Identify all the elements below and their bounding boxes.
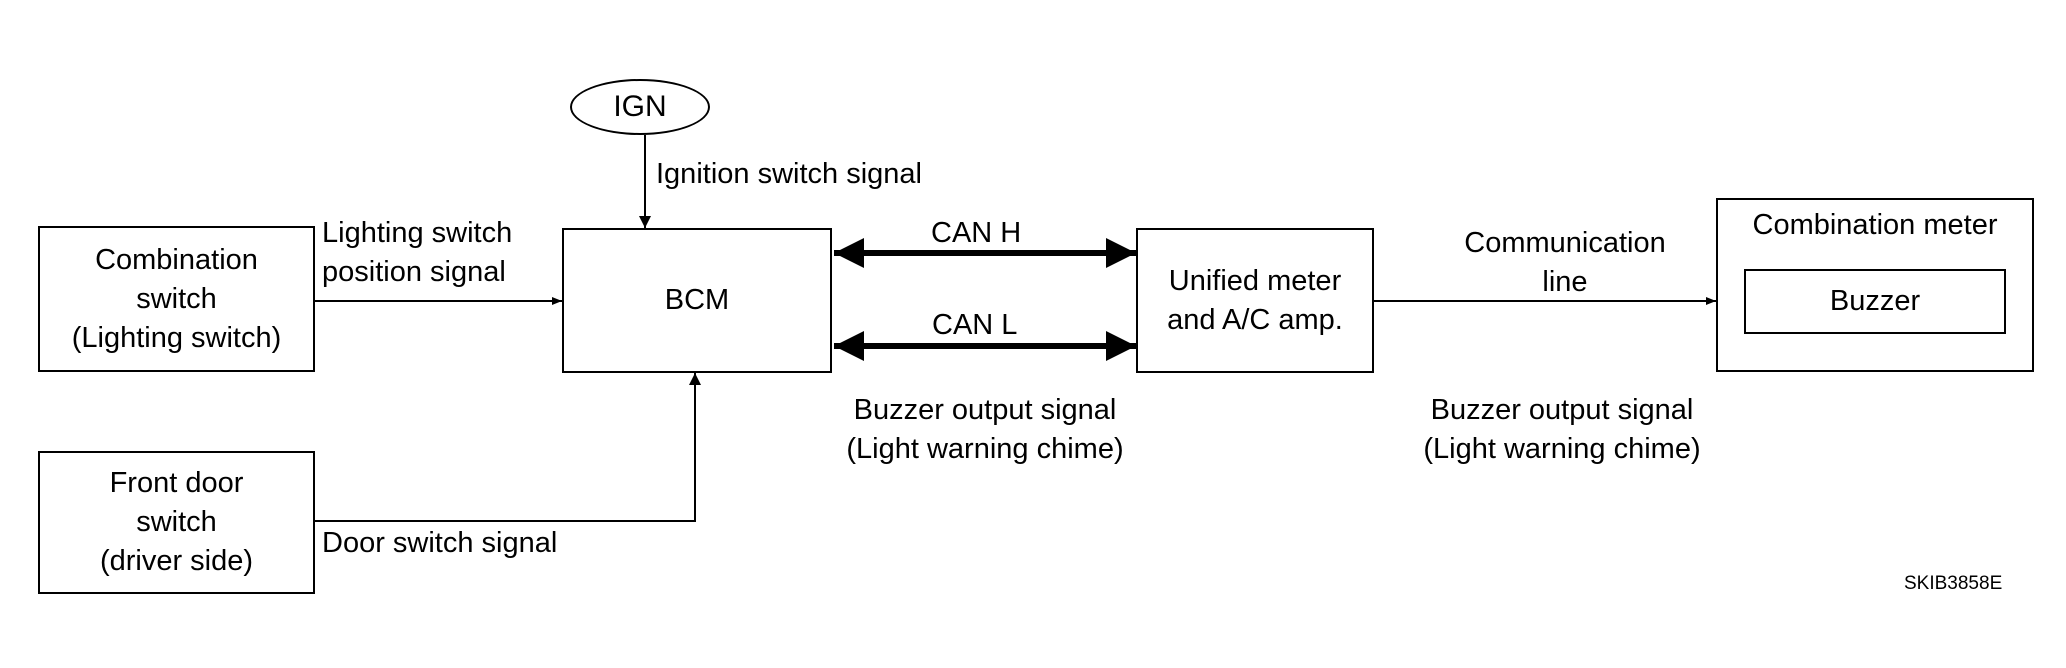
bcm-label: BCM <box>664 284 730 316</box>
unified-meter-line-2: and A/C amp. <box>1167 303 1343 336</box>
lighting-signal-label: Lighting switch position signal <box>322 214 512 292</box>
bcm-buzzer-output-label: Buzzer output signal (Light warning chim… <box>820 391 1150 469</box>
meter-buzzer-output-line-1: Buzzer output signal <box>1430 394 1694 426</box>
front-door-switch-line-1: Front door <box>109 467 244 499</box>
ign-label: IGN <box>613 90 667 123</box>
combination-switch-box: Combination switch (Lighting switch) <box>38 226 315 372</box>
can-h-label: CAN H <box>931 217 1022 249</box>
door-signal-arrow <box>315 373 701 522</box>
combination-switch-line-1: Combination <box>95 243 258 276</box>
lighting-signal-line-2: position signal <box>322 256 506 288</box>
unified-meter-box: Unified meter and A/C amp. <box>1136 228 1374 373</box>
communication-line-line-2: line <box>1542 266 1588 298</box>
combination-switch-line-3: (Lighting switch) <box>71 321 282 354</box>
lighting-signal-line-1: Lighting switch <box>322 217 513 249</box>
buzzer-label: Buzzer <box>1829 285 1921 317</box>
door-signal-label: Door switch signal <box>322 527 558 559</box>
bcm-box: BCM <box>562 228 832 373</box>
combination-meter-label: Combination meter <box>1752 209 1998 241</box>
figure-code: SKIB3858E <box>1904 573 2003 594</box>
communication-line-label: Communication line <box>1430 224 1700 302</box>
unified-meter-line-1: Unified meter <box>1168 264 1342 297</box>
can-l-label: CAN L <box>932 309 1018 341</box>
bcm-buzzer-output-line-2: (Light warning chime) <box>846 433 1124 465</box>
ignition-signal-label: Ignition switch signal <box>656 158 922 190</box>
front-door-switch-line-2: switch <box>136 506 217 538</box>
front-door-switch-line-3: (driver side) <box>99 545 254 577</box>
bcm-buzzer-output-line-1: Buzzer output signal <box>853 394 1117 426</box>
communication-line-line-1: Communication <box>1464 227 1666 259</box>
buzzer-box: Buzzer <box>1744 269 2006 334</box>
meter-buzzer-output-label: Buzzer output signal (Light warning chim… <box>1397 391 1727 469</box>
ign-ellipse: IGN <box>570 79 710 135</box>
front-door-switch-box: Front door switch (driver side) <box>38 451 315 594</box>
meter-buzzer-output-line-2: (Light warning chime) <box>1423 433 1701 465</box>
combination-switch-line-2: switch <box>136 282 217 315</box>
